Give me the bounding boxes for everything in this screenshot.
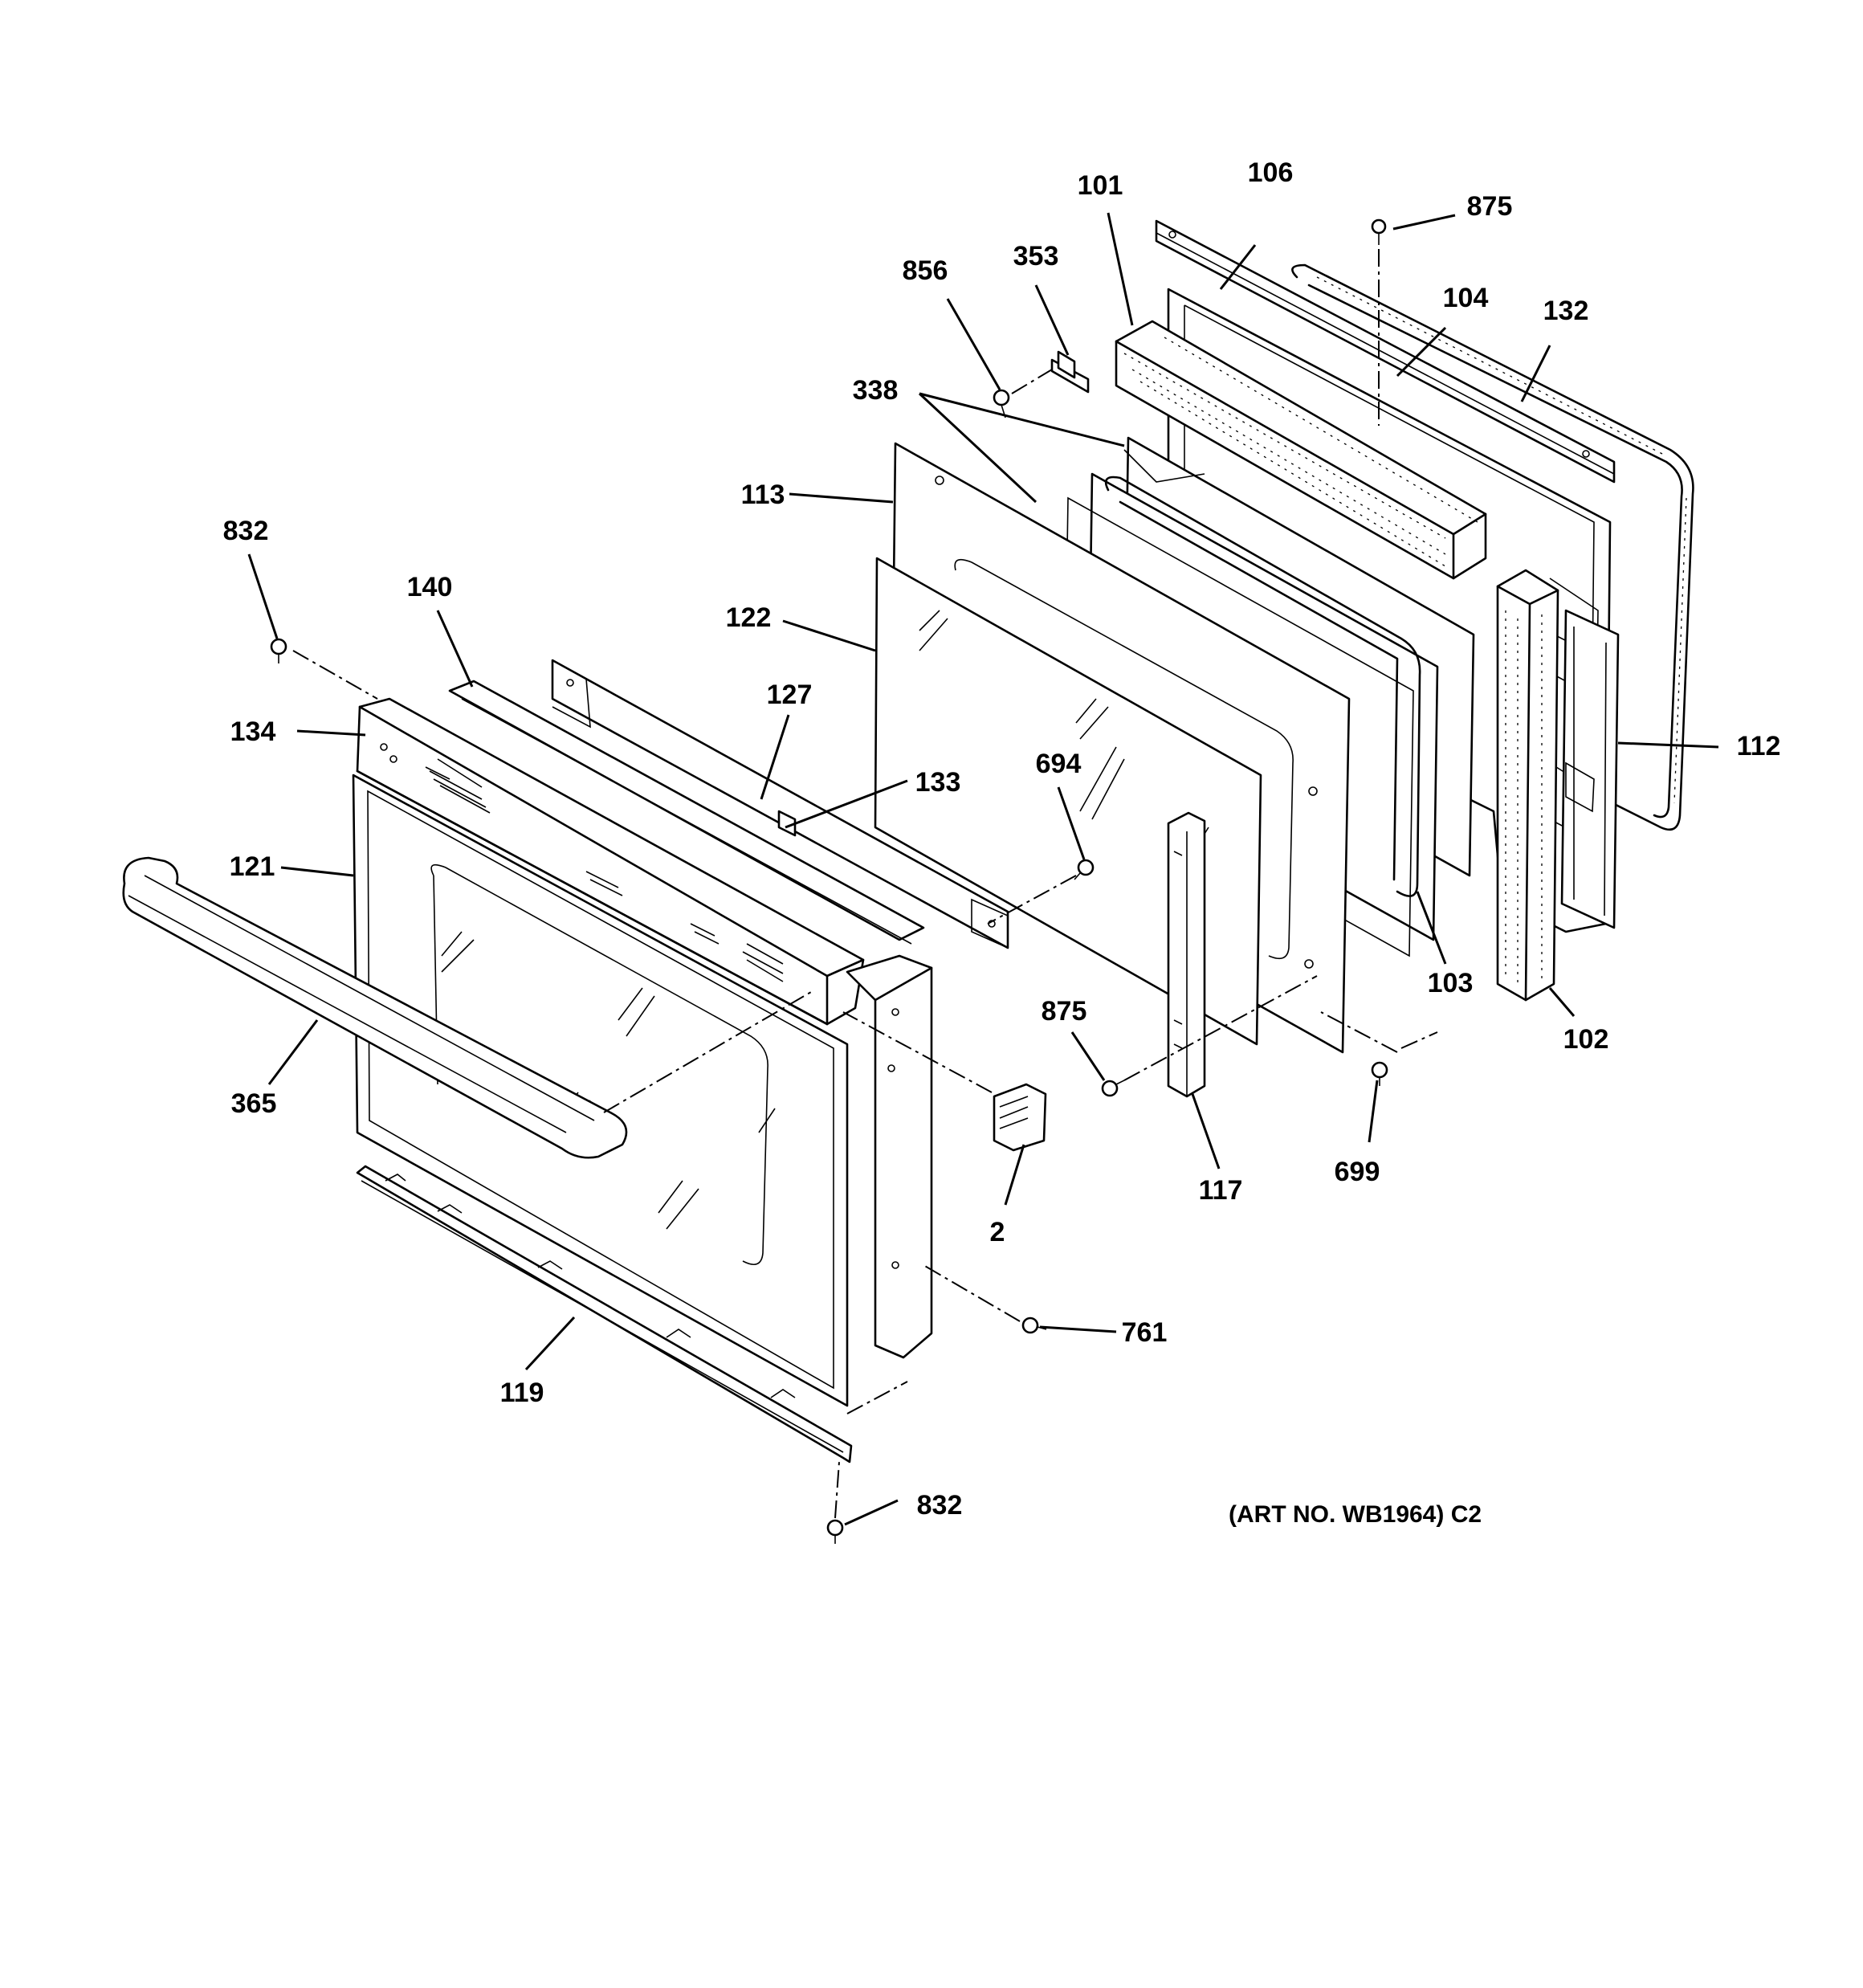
part-hinge-tab-2 xyxy=(842,1011,1047,1152)
part-side-insulation-102 xyxy=(1496,569,1559,1002)
callout-699: 699 xyxy=(1335,1157,1380,1187)
part-top-insulation-101 xyxy=(1115,320,1487,580)
callout-101: 101 xyxy=(1078,170,1123,201)
callout-856: 856 xyxy=(903,255,948,286)
part-screw-699 xyxy=(1320,1011,1438,1086)
callout-119: 119 xyxy=(500,1378,544,1408)
leader-lines xyxy=(247,212,1719,1526)
callout-104: 104 xyxy=(1443,283,1489,313)
part-handle-365 xyxy=(122,856,812,1159)
part-hinge-strip-117 xyxy=(1167,811,1206,1098)
callout-117: 117 xyxy=(1199,1175,1243,1206)
callout-106: 106 xyxy=(1248,157,1294,188)
callout-121: 121 xyxy=(230,851,275,882)
part-hinge-receiver-112 xyxy=(1560,609,1620,929)
part-gasket-132 xyxy=(1291,263,1694,831)
callout-140: 140 xyxy=(407,572,453,602)
callout-832-top: 832 xyxy=(223,516,269,546)
part-screw-694 xyxy=(987,859,1095,925)
callout-102: 102 xyxy=(1563,1024,1609,1055)
part-vent-133 xyxy=(777,810,797,837)
callout-365: 365 xyxy=(231,1088,277,1119)
part-screw-761 xyxy=(923,1264,1047,1334)
callout-132: 132 xyxy=(1543,296,1589,326)
callout-127: 127 xyxy=(767,680,813,710)
callout-133: 133 xyxy=(915,767,961,798)
callout-875-bottom: 875 xyxy=(1042,996,1087,1027)
part-screw-832-bottom xyxy=(826,1381,908,1544)
callout-832-bottom: 832 xyxy=(917,1490,963,1521)
part-screw-832-top xyxy=(270,638,378,700)
callout-122: 122 xyxy=(726,602,772,633)
callout-875-top: 875 xyxy=(1467,191,1513,222)
part-vent-trim-134 xyxy=(356,697,865,1026)
callout-694: 694 xyxy=(1036,749,1082,779)
callout-353: 353 xyxy=(1013,241,1059,271)
callout-113: 113 xyxy=(741,480,785,510)
part-bottom-trim-119 xyxy=(356,1165,853,1463)
callout-134: 134 xyxy=(230,716,276,747)
part-side-trim xyxy=(846,954,933,1359)
callout-112: 112 xyxy=(1737,731,1781,761)
part-frame-127 xyxy=(551,659,1009,949)
art-number: (ART NO. WB1964) C2 xyxy=(1229,1501,1482,1528)
part-screw-875-top xyxy=(1371,218,1387,426)
callout-2: 2 xyxy=(990,1217,1005,1247)
part-screw-875-bottom xyxy=(1101,975,1318,1097)
part-bracket-353 xyxy=(1050,350,1090,394)
callout-labels: 101 106 875 856 353 104 132 338 113 832 … xyxy=(223,157,1781,1528)
part-screw-856 xyxy=(993,369,1053,418)
part-deflector-140 xyxy=(448,680,925,945)
callout-103: 103 xyxy=(1428,968,1474,998)
callout-761: 761 xyxy=(1122,1317,1168,1348)
callout-338: 338 xyxy=(853,375,899,406)
